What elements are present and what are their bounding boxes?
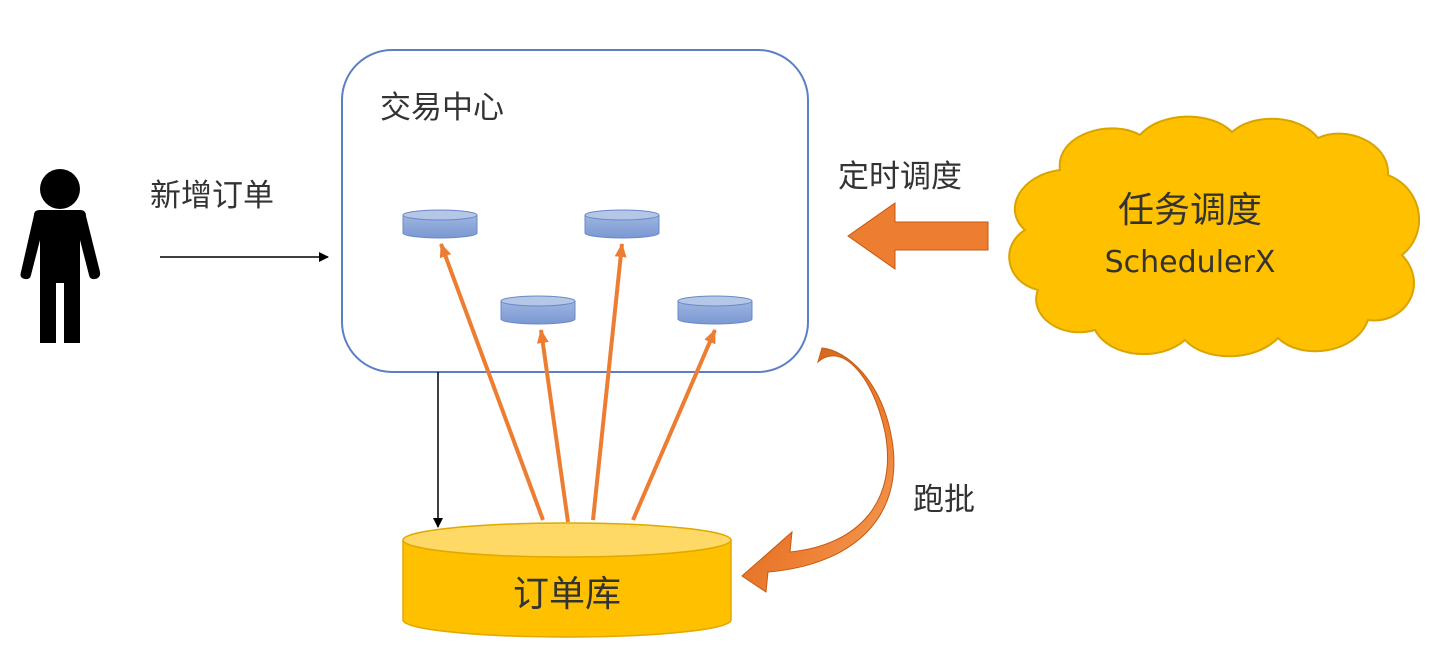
database-icon: [402, 522, 732, 638]
mini-db-4: [677, 295, 753, 325]
batch-arrow-4: [631, 329, 717, 521]
person-icon: [20, 169, 101, 343]
order-db-label: 订单库: [513, 574, 621, 615]
scheduler-title: 任务调度: [1118, 190, 1262, 231]
scheduled-dispatch-label: 定时调度: [838, 159, 962, 195]
trade-center-label: 交易中心: [380, 90, 504, 126]
mini-db-2: [584, 209, 660, 239]
batch-arrow-3: [591, 243, 627, 521]
batch-arrow-2: [536, 329, 570, 523]
dispatch-block-arrow: [847, 202, 989, 270]
batch-arrow-1: [439, 243, 545, 521]
mini-db-3: [500, 295, 576, 325]
mini-db-1: [402, 209, 478, 239]
cloud-icon: [1008, 115, 1421, 358]
new-order-label: 新增订单: [150, 178, 274, 214]
scheduler-subtitle: SchedulerX: [1105, 245, 1276, 280]
batch-arrows: [439, 243, 717, 523]
batch-run-label: 跑批: [913, 482, 975, 518]
batch-run-curve-arrow: [741, 347, 895, 593]
